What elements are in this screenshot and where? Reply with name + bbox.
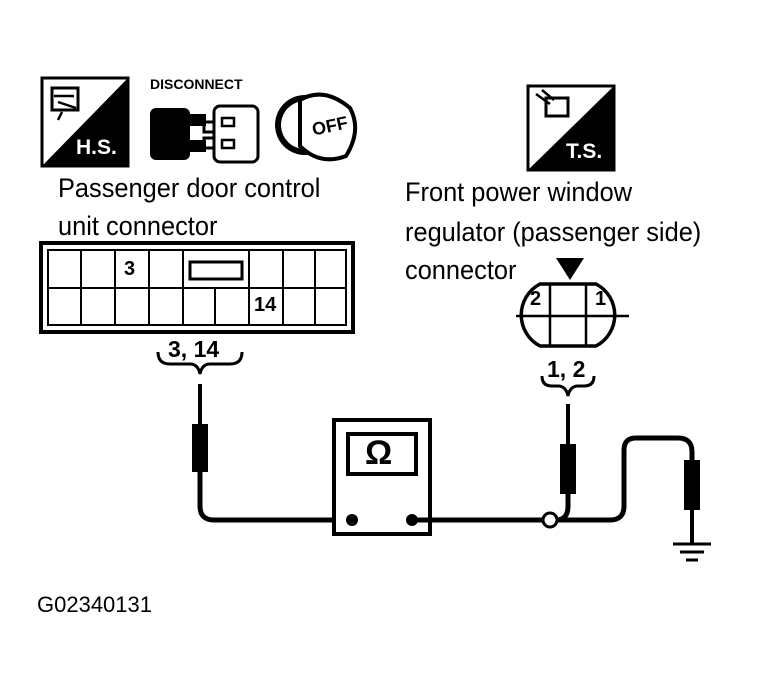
right-pin-2: 2	[530, 288, 542, 310]
ts-icon	[526, 84, 616, 172]
figure-id: G02340131	[37, 592, 152, 617]
right-pin-1: 1	[595, 288, 607, 310]
ts-label: T.S.	[566, 140, 603, 163]
ohm-symbol: Ω	[365, 434, 393, 472]
meter-terminal-negative	[346, 514, 358, 526]
left-pin-3: 3	[124, 258, 136, 280]
right-connector-title-line2: regulator (passenger side)	[405, 217, 702, 247]
left-connector-title-line1: Passenger door control	[58, 173, 321, 203]
left-probe-pins: 3, 14	[168, 336, 220, 362]
door-control-unit-connector	[39, 241, 355, 334]
left-pin-14: 14	[254, 294, 277, 316]
right-connector-title-line1: Front power window	[405, 177, 633, 207]
ground-symbol	[673, 542, 711, 562]
ohmmeter	[332, 418, 432, 536]
right-test-probe	[555, 404, 576, 523]
ground-wire	[557, 435, 700, 543]
right-probe-pins: 1, 2	[547, 356, 586, 382]
wire-junction	[541, 511, 559, 529]
left-test-probe	[192, 384, 352, 523]
hs-label: H.S.	[76, 136, 117, 159]
right-connector-title-line3: connector	[405, 255, 517, 285]
disconnect-icon	[150, 104, 260, 164]
hs-icon	[40, 76, 130, 168]
window-regulator-connector	[516, 258, 629, 348]
right-pin-brace	[540, 375, 596, 397]
connector-lock-marker	[556, 258, 584, 280]
left-connector-title-line2: unit connector	[58, 211, 218, 241]
left-pin-brace	[156, 351, 244, 375]
disconnect-label: DISCONNECT	[150, 76, 243, 92]
ignition-off-icon	[275, 92, 358, 162]
